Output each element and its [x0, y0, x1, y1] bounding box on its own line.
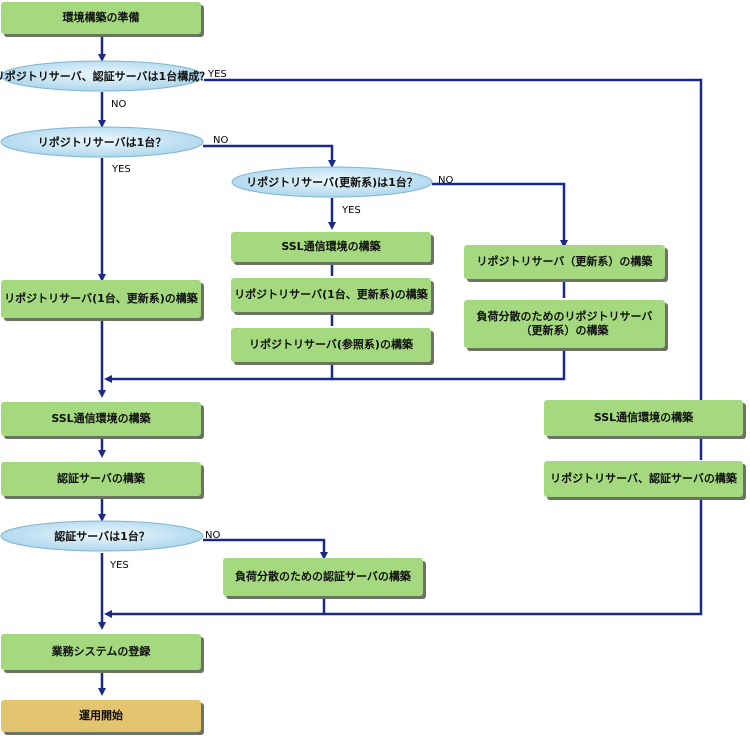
node-register: 業務システムの登録 [1, 634, 201, 670]
node-repo1-upd: リポジトリサーバ(1台、更新系)の構築 [231, 278, 431, 312]
decision-q2-shape [0, 126, 204, 158]
connector-right-merge [324, 498, 703, 616]
node-start: 運用開始 [1, 700, 201, 732]
decision-q1: リポジトリサーバ、認証サーバは1台構成？ [0, 70, 211, 83]
label-q1-yes: YES [208, 69, 227, 80]
connector-q2-no [203, 144, 336, 168]
decision-q4-shape [0, 520, 204, 552]
label-q2-yes: YES [112, 164, 131, 175]
decision-q2: リポジトリサーバは1台？ [37, 136, 167, 149]
connector-merge-right [332, 349, 566, 381]
node-lb-auth: 負荷分散のための認証サーバの構築 [223, 558, 423, 596]
node-auth: 認証サーバの構築 [1, 462, 201, 496]
node-lb-repo: 負荷分散のためのリポジトリサーバ （更新系）の構築 [464, 300, 665, 348]
node-repo-ref: リポジトリサーバ(参照系)の構築 [231, 328, 431, 362]
node-repo1-left: リポジトリサーバ(1台、更新系)の構築 [1, 280, 201, 318]
decision-q1-shape [0, 60, 204, 92]
connector-lbauth-merge [104, 597, 326, 618]
connector-merge-mid [104, 362, 334, 383]
connector-q3-no [432, 182, 568, 248]
decision-q3: リポジトリサーバ(更新系)は1台？ [246, 176, 418, 189]
node-ssl-mid: SSL通信環境の構築 [231, 232, 431, 262]
node-ssl-left: SSL通信環境の構築 [1, 402, 201, 436]
node-repo-upd-right: リポジトリサーバ（更新系）の構築 [464, 245, 665, 279]
node-prep: 環境構築の準備 [1, 2, 201, 34]
node-repo-auth: リポジトリサーバ、認証サーバの構築 [544, 461, 743, 497]
node-ssl-right: SSL通信環境の構築 [544, 400, 743, 436]
label-q3-no: NO [438, 175, 454, 186]
decision-q4: 認証サーバは1台？ [54, 530, 150, 543]
label-q4-no: NO [205, 530, 221, 541]
connector-q1-yes [204, 78, 703, 400]
label-q2-no: NO [213, 135, 229, 146]
decision-q3-shape [231, 166, 433, 198]
connector-q4-no [203, 538, 328, 560]
label-q4-yes: YES [110, 560, 129, 571]
label-q1-no: NO [111, 99, 127, 110]
label-q3-yes: YES [342, 205, 361, 216]
